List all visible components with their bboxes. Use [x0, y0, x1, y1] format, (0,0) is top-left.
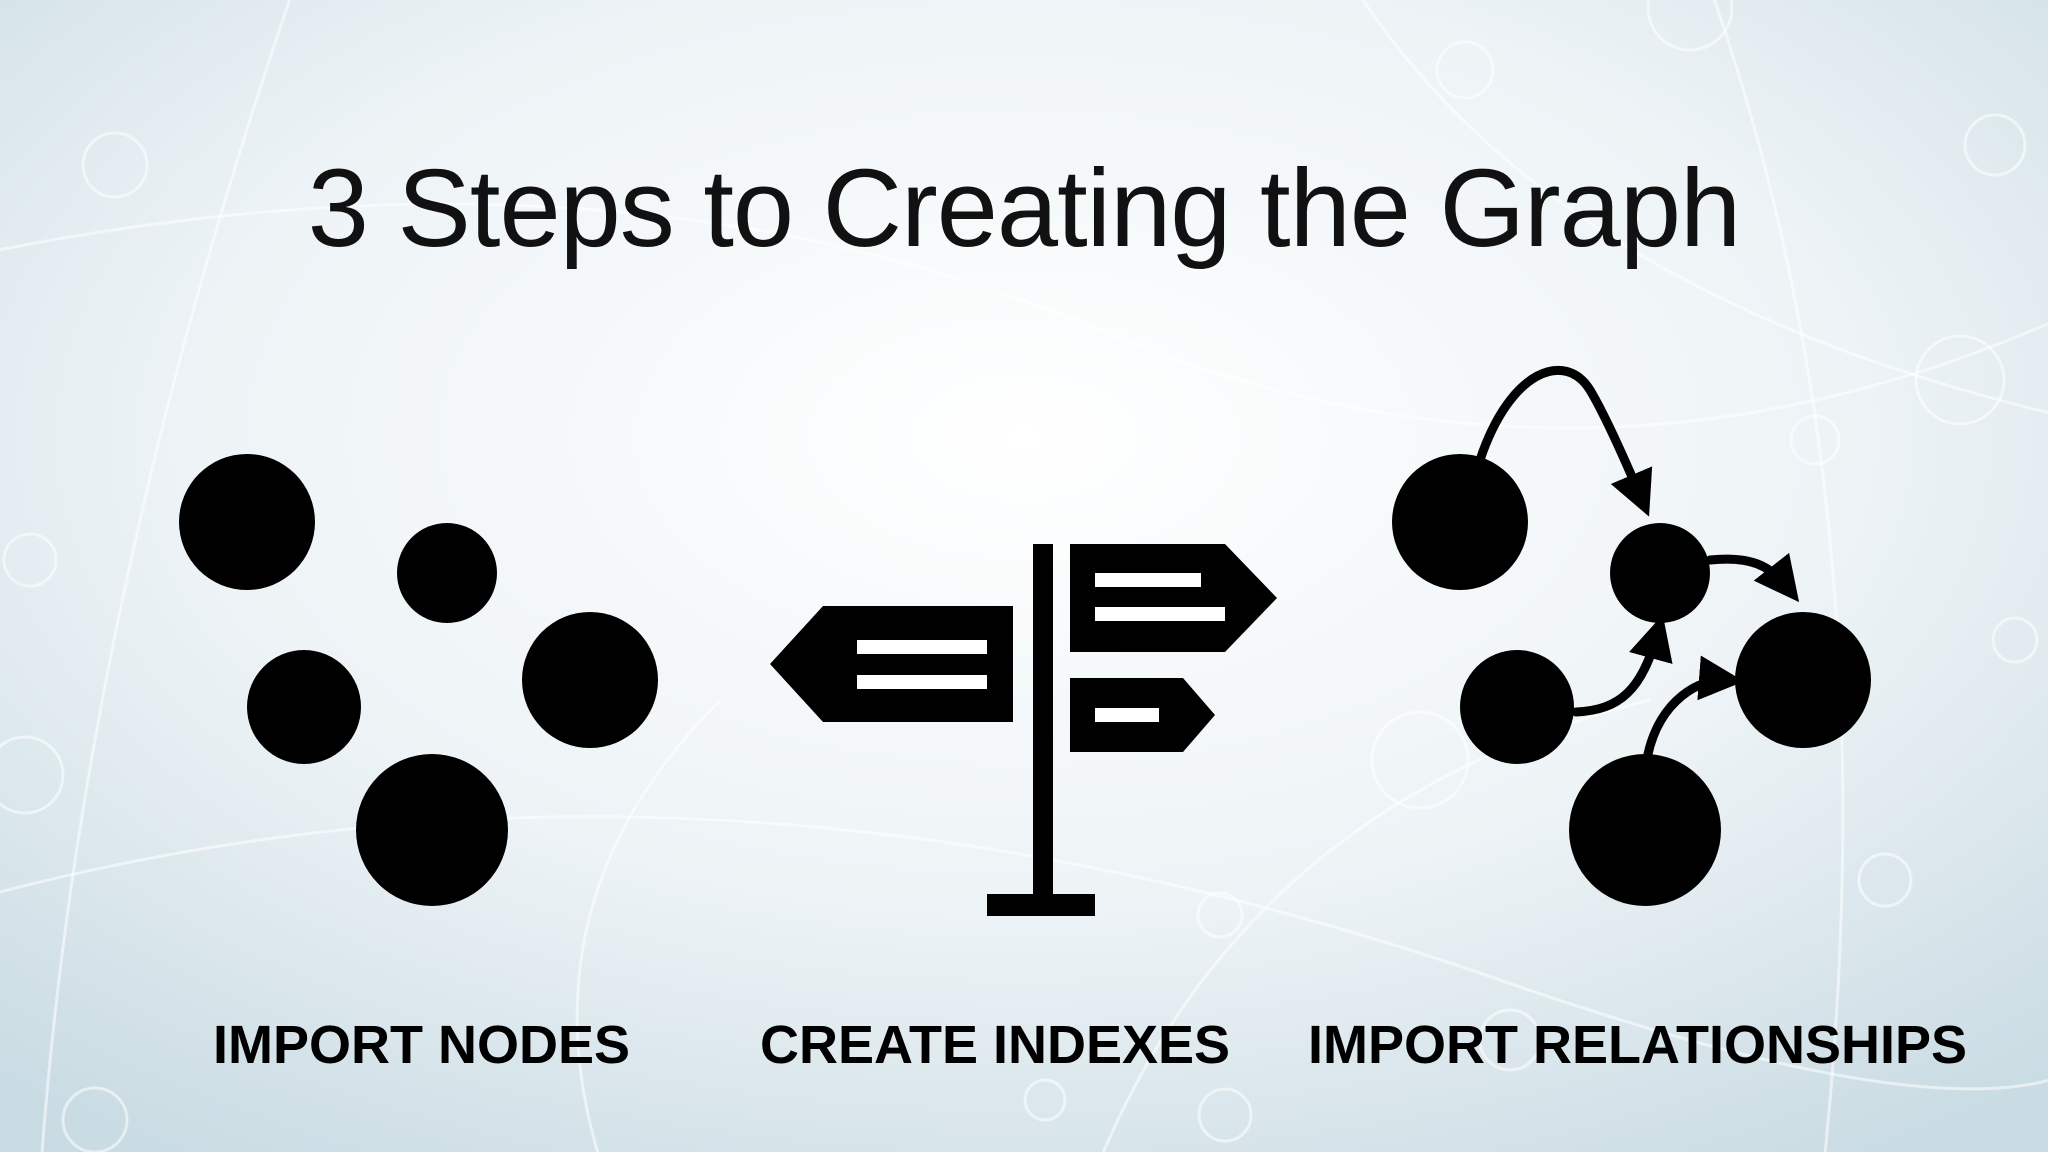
nodes-icon — [179, 454, 658, 906]
step-label-create-indexes: CREATE INDEXES — [760, 1015, 1231, 1075]
node-circle — [522, 612, 658, 748]
relationship-arrow — [1571, 614, 1673, 717]
graph-node — [1460, 650, 1574, 764]
node-circle — [247, 650, 361, 764]
relationship-arrow — [1705, 552, 1800, 603]
relationship-arrow — [1475, 365, 1653, 517]
node-circle — [356, 754, 508, 906]
graph-node — [1735, 612, 1871, 748]
relationship-arrow — [1643, 655, 1744, 759]
graph-node — [1392, 454, 1528, 590]
node-circle — [179, 454, 315, 590]
slide-title: 3 Steps to Creating the Graph — [307, 147, 1741, 270]
step-label-import-relationships: IMPORT RELATIONSHIPS — [1308, 1015, 1968, 1075]
graph-relationships-icon — [1392, 365, 1871, 906]
graph-node — [1610, 523, 1710, 623]
step-label-import-nodes: IMPORT NODES — [213, 1015, 631, 1075]
signpost-icon — [770, 544, 1277, 916]
graph-node — [1569, 754, 1721, 906]
node-circle — [397, 523, 497, 623]
